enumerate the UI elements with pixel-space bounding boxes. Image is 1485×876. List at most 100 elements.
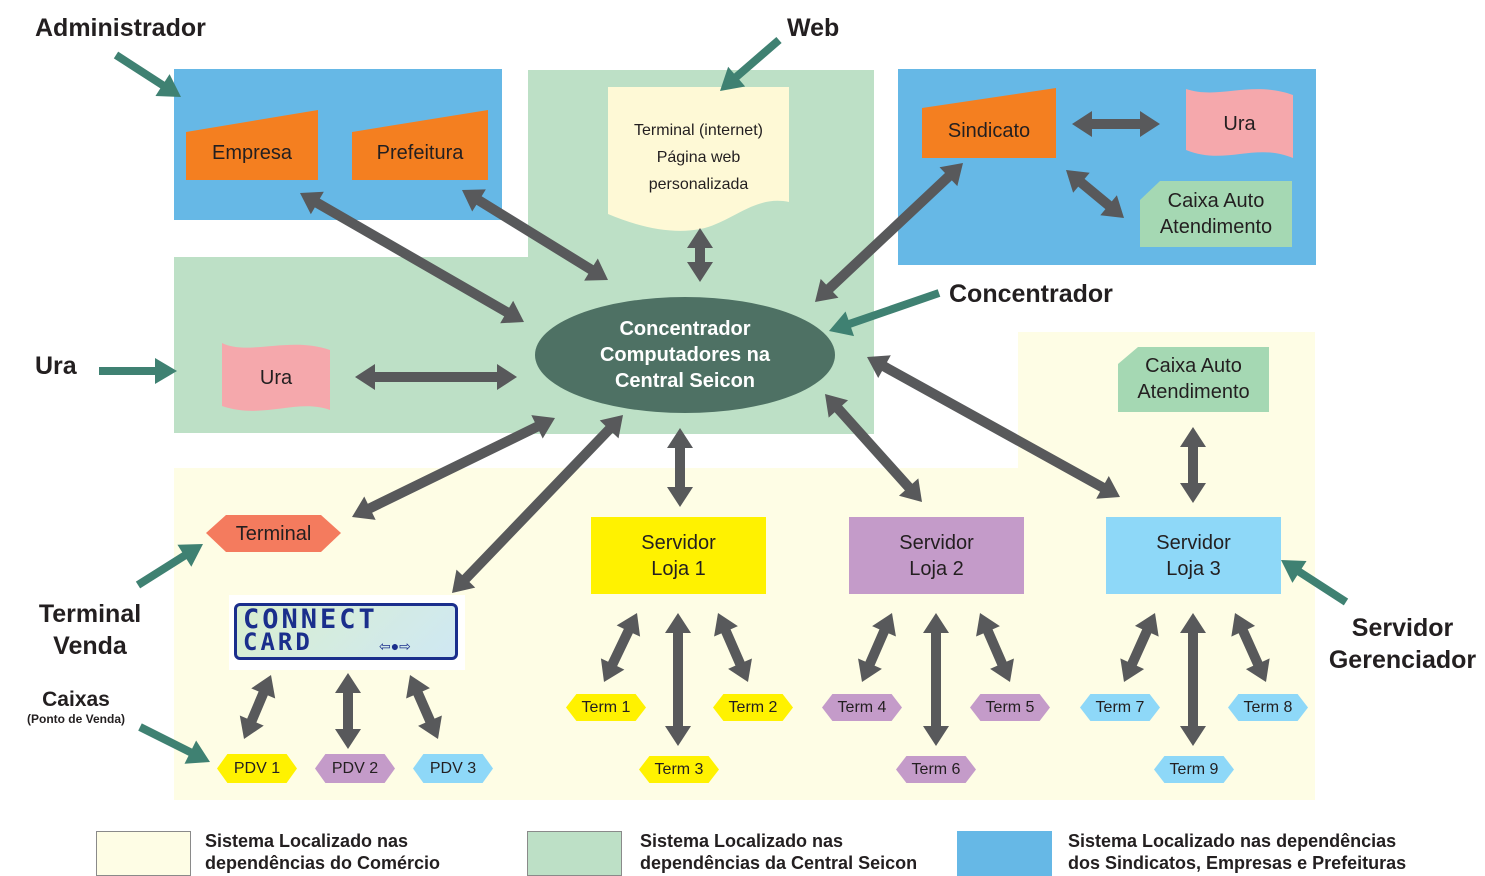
legend-comercio-line1: Sistema Localizado nas <box>205 831 409 851</box>
term-4: Term 4 <box>822 694 902 721</box>
connect-card-logo-line2: CARD <box>243 628 313 656</box>
connect-card-logo: CONNECT CARD ⇦●⇨ <box>229 595 465 670</box>
arrow-concentrador-loja1 <box>667 428 693 507</box>
terminal-node: Terminal <box>235 522 312 545</box>
web-doc-line1: Terminal (internet) <box>634 122 763 139</box>
ura-sindicato-node: Ura <box>1223 113 1256 135</box>
term-3: Term 3 <box>639 756 719 783</box>
arrow-concentrador-loja3 <box>867 355 1120 499</box>
label-servidor-gerenciador-line1: Servidor <box>1351 614 1454 642</box>
pointer-administrador <box>113 51 181 97</box>
legend-sindicatos-line2: dos Sindicatos, Empresas e Prefeituras <box>1068 853 1407 873</box>
caixa-auto-sindicato-node: Caixa Auto Atendimento <box>1140 186 1292 242</box>
concentrador-ellipse <box>535 297 835 413</box>
pdv-2: PDV 2 <box>315 754 395 783</box>
prefeitura-node: Prefeitura <box>376 142 464 164</box>
pointer-ura <box>99 358 177 384</box>
arrow-concentrador-connectcard <box>452 415 623 593</box>
legend-swatch-central <box>527 831 622 876</box>
web-document-shape <box>608 87 789 231</box>
arrow-logo-pdv1 <box>239 675 276 739</box>
pointer-caixas <box>138 723 210 764</box>
term-7: Term 7 <box>1080 694 1160 721</box>
pdv-1: PDV 1 <box>217 754 297 783</box>
label-caixas-title: Caixas <box>42 688 110 711</box>
terminal-shape <box>206 515 341 552</box>
label-terminal-venda-line1: Terminal <box>38 600 142 628</box>
servidor-loja-3: Servidor Loja 3 <box>1106 517 1281 594</box>
connect-card-logo-line1: CONNECT <box>243 604 378 635</box>
servidor-loja-1: Servidor Loja 1 <box>591 517 766 594</box>
servidor-loja-2: Servidor Loja 2 <box>849 517 1024 594</box>
legend-central-line2: dependências da Central Seicon <box>640 853 918 873</box>
term-2: Term 2 <box>713 694 793 721</box>
arrow-loja3-term9 <box>1180 613 1206 746</box>
legend-swatch-comercio <box>96 831 191 876</box>
arrow-loja1-term1 <box>600 613 641 682</box>
arrow-web-concentrador <box>687 228 713 282</box>
arrow-empresa-concentrador <box>300 191 524 324</box>
arrow-concentrador-terminal <box>352 415 555 520</box>
arrow-concentrador-loja2 <box>825 394 922 502</box>
caixa-auto-comercio-line1: Caixa Auto <box>1145 355 1242 377</box>
ura-sindicato-shape <box>1186 89 1293 158</box>
arrow-sindicato-ura <box>1072 111 1160 137</box>
arrow-logo-pdv3 <box>406 675 442 739</box>
caixa-auto-comercio-shape <box>1118 347 1269 412</box>
legend-sindicatos-line1: Sistema Localizado nas dependências <box>1068 831 1397 851</box>
web-document-text: Terminal (internet) Página web personali… <box>608 117 789 198</box>
legend-central-line1: Sistema Localizado nas <box>640 831 844 851</box>
concentrador-line1: Concentrador <box>619 318 751 340</box>
arrow-loja2-term6 <box>923 613 949 746</box>
arrow-loja2-term5 <box>976 613 1014 682</box>
term-1: Term 1 <box>566 694 646 721</box>
sindicato-shape <box>922 88 1056 158</box>
arrow-sindicato-concentrador <box>815 163 963 302</box>
pdv-3: PDV 3 <box>413 754 493 783</box>
arrow-loja3-term8 <box>1231 613 1270 682</box>
pointer-web <box>720 36 782 91</box>
label-terminal-venda-line2: Venda <box>53 632 127 660</box>
ura-central-shape <box>222 343 330 411</box>
term-6: Term 6 <box>896 756 976 783</box>
servidor-loja-3-line1: Servidor <box>1156 531 1231 554</box>
legend-text-sindicatos: Sistema Localizado nas dependências dos … <box>1068 830 1406 874</box>
caixa-auto-comercio-line2: Atendimento <box>1137 381 1250 403</box>
ura-central-node: Ura <box>259 367 293 389</box>
label-caixas: Caixas (Ponto de Venda) <box>6 688 146 726</box>
caixa-auto-sindicato-line1: Caixa Auto <box>1167 190 1265 212</box>
arrow-logo-pdv2 <box>335 673 361 749</box>
empresa-node: Empresa <box>211 142 293 164</box>
arrow-loja2-term4 <box>858 613 896 682</box>
pointer-terminal <box>135 544 203 589</box>
prefeitura-shape <box>352 110 488 180</box>
label-ura: Ura <box>35 352 77 380</box>
web-doc-line2: Página web <box>656 149 741 166</box>
term-9: Term 9 <box>1154 756 1234 783</box>
label-administrador: Administrador <box>35 14 206 42</box>
arrow-prefeitura-concentrador <box>462 189 608 281</box>
arrow-loja3-term7 <box>1120 613 1159 682</box>
arrow-loja1-term3 <box>665 613 691 746</box>
concentrador-node: Concentrador Computadores na Central Sei… <box>545 313 825 397</box>
caixa-auto-comercio-node: Caixa Auto Atendimento <box>1118 351 1269 407</box>
pointer-concentrador <box>829 289 941 337</box>
label-concentrador: Concentrador <box>949 280 1113 308</box>
arrow-ura-concentrador <box>355 364 517 390</box>
term-8: Term 8 <box>1228 694 1308 721</box>
pointer-servidor <box>1281 560 1349 606</box>
web-doc-line3: personalizada <box>648 176 749 193</box>
legend-comercio-line2: dependências do Comércio <box>205 853 441 873</box>
concentrador-line3: Central Seicon <box>614 370 756 392</box>
servidor-loja-2-line2: Loja 2 <box>909 557 964 580</box>
label-servidor-gerenciador: Servidor Gerenciador <box>1320 612 1485 676</box>
empresa-shape <box>186 110 318 180</box>
label-web: Web <box>787 14 840 42</box>
servidor-loja-2-line1: Servidor <box>899 531 974 554</box>
arrow-sindicato-caixa <box>1066 170 1124 218</box>
legend-swatch-sindicatos <box>957 831 1052 876</box>
legend-text-central: Sistema Localizado nas dependências da C… <box>640 830 917 874</box>
term-5: Term 5 <box>970 694 1050 721</box>
